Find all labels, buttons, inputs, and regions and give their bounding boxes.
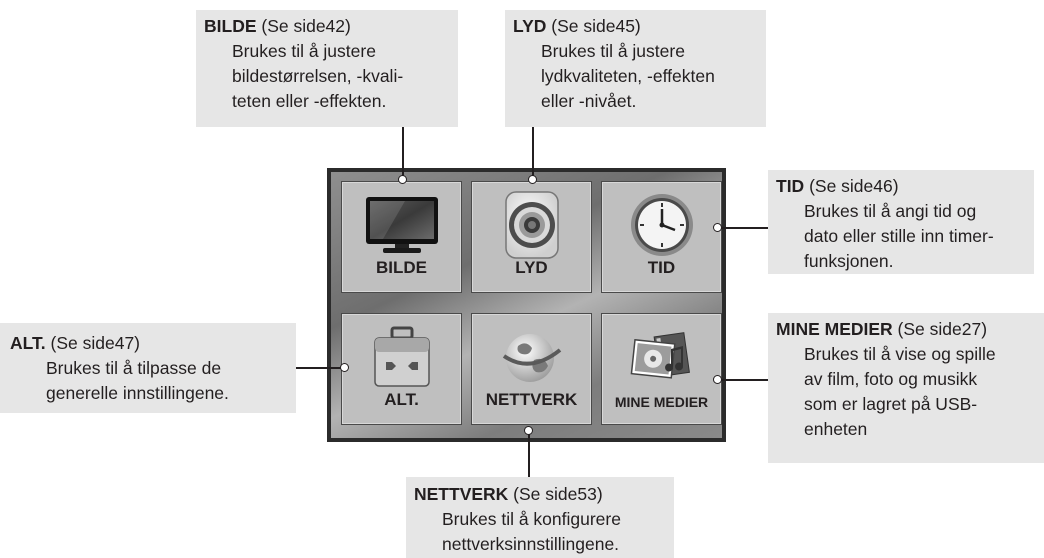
callout-tid: TID (Se side46) Brukes til å angi tid og… bbox=[768, 170, 1034, 274]
callout-description: Brukes til å tilpasse de generelle innst… bbox=[46, 358, 229, 403]
menu-tile-bilde[interactable]: BILDE bbox=[341, 181, 462, 293]
menu-tile-tid[interactable]: TID bbox=[601, 181, 722, 293]
callout-mine-medier: MINE MEDIER (Se side27) Brukes til å vis… bbox=[768, 313, 1044, 463]
connector-line bbox=[721, 227, 768, 229]
callout-title: BILDE bbox=[204, 16, 257, 36]
callout-page-ref: (Se side27) bbox=[892, 319, 988, 339]
connector-dot bbox=[528, 175, 537, 184]
callout-bilde: BILDE (Se side42) Brukes til å justere b… bbox=[196, 10, 458, 127]
settings-menu: BILDE LYD bbox=[327, 168, 726, 442]
toolbox-icon bbox=[373, 326, 430, 387]
tile-label: NETTVERK bbox=[485, 390, 578, 409]
callout-page-ref: (Se side53) bbox=[508, 484, 603, 504]
callout-title: MINE MEDIER bbox=[776, 319, 893, 339]
connector-line bbox=[528, 430, 530, 477]
tile-label: MINE MEDIER bbox=[614, 394, 709, 410]
callout-page-ref: (Se side47) bbox=[45, 333, 141, 353]
tile-label: ALT. bbox=[384, 390, 419, 409]
callout-title: NETTVERK bbox=[414, 484, 509, 504]
callout-page-ref: (Se side45) bbox=[546, 16, 641, 36]
connector-dot bbox=[340, 363, 349, 372]
callout-description: Brukes til å justere lydkvaliteten, -eff… bbox=[541, 41, 715, 111]
media-icon bbox=[630, 332, 690, 379]
connector-line bbox=[532, 127, 534, 179]
callout-title: TID bbox=[776, 176, 805, 196]
tv-icon bbox=[365, 197, 438, 253]
menu-tile-lyd[interactable]: LYD bbox=[471, 181, 592, 293]
callout-description: Brukes til å konfigurere nettverksinnsti… bbox=[442, 509, 621, 554]
callout-title: LYD bbox=[513, 16, 547, 36]
menu-tile-mine-medier[interactable]: MINE MEDIER bbox=[601, 313, 722, 425]
callout-alt: ALT. (Se side47) Brukes til å tilpasse d… bbox=[0, 323, 296, 413]
callout-description: Brukes til å justere bildestørrelsen, -k… bbox=[232, 41, 404, 111]
callout-page-ref: (Se side46) bbox=[804, 176, 899, 196]
clock-icon bbox=[630, 194, 693, 256]
menu-tile-alt[interactable]: ALT. bbox=[341, 313, 462, 425]
menu-tile-nettverk[interactable]: NETTVERK bbox=[471, 313, 592, 425]
callout-title: ALT. bbox=[10, 333, 46, 353]
tile-label: TID bbox=[647, 258, 676, 277]
callout-description: Brukes til å vise og spille av film, fot… bbox=[804, 344, 996, 439]
connector-line bbox=[402, 127, 404, 179]
tile-label: LYD bbox=[515, 258, 548, 277]
connector-dot bbox=[398, 175, 407, 184]
connector-dot bbox=[713, 375, 722, 384]
callout-lyd: LYD (Se side45) Brukes til å justere lyd… bbox=[505, 10, 766, 127]
tile-label: BILDE bbox=[376, 258, 427, 277]
connector-line bbox=[296, 367, 346, 369]
callout-nettverk: NETTVERK (Se side53) Brukes til å konfig… bbox=[406, 477, 674, 558]
speaker-icon bbox=[504, 191, 559, 259]
globe-icon bbox=[502, 334, 561, 382]
connector-line bbox=[721, 379, 768, 381]
connector-dot bbox=[524, 426, 533, 435]
connector-dot bbox=[713, 223, 722, 232]
callout-page-ref: (Se side42) bbox=[256, 16, 351, 36]
callout-description: Brukes til å angi tid og dato eller stil… bbox=[804, 201, 994, 271]
